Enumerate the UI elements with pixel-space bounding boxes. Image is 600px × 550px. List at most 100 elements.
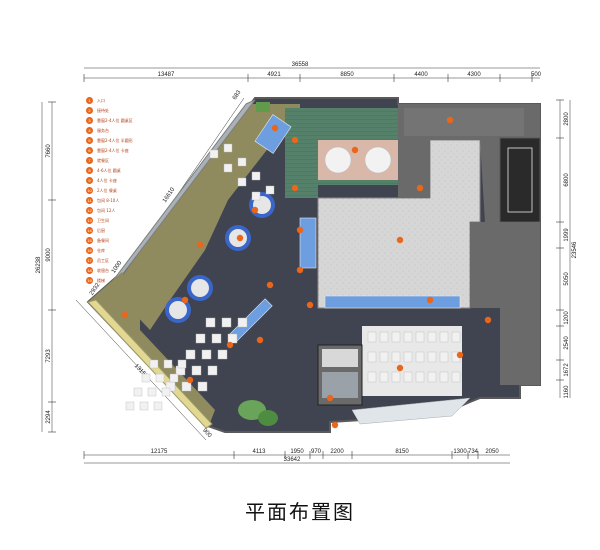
dining-table <box>237 317 248 328</box>
dimension-ticks <box>48 74 564 459</box>
stair-block <box>499 137 541 223</box>
dining-table <box>391 331 401 343</box>
restroom-inner <box>322 372 358 398</box>
dining-table <box>185 349 196 360</box>
dining-table <box>251 171 261 181</box>
legend-text: 包间 8-10人 <box>97 197 120 203</box>
marker-dot <box>256 336 264 344</box>
dining-table <box>217 349 228 360</box>
marker-dot <box>306 301 314 309</box>
dining-table <box>201 349 212 360</box>
area-marker <box>226 341 234 349</box>
marker-dot <box>186 376 194 384</box>
dining-table <box>427 331 437 343</box>
dim-right-seg: 5050 <box>564 272 570 286</box>
dim-right-seg: 1999 <box>564 228 570 242</box>
dim-bottom-total: 33642 <box>284 457 301 463</box>
legend-number: 1 <box>86 97 93 104</box>
legend-text: 靠窗2-4人位 卡座 <box>97 147 129 153</box>
marker-dot <box>266 281 274 289</box>
planter-greenery <box>238 102 471 426</box>
legend-text: 靠窗2-4人位 半圆形 <box>97 137 133 143</box>
dim-bottom-seg: 4113 <box>253 449 267 455</box>
stair-inner <box>507 147 533 213</box>
legend-text: 仓库 <box>97 247 105 253</box>
area-marker <box>296 226 304 234</box>
dining-table <box>133 387 143 397</box>
legend-text: 服务台 <box>97 127 109 133</box>
legend-number: 3 <box>86 117 93 124</box>
dimension-labels-left: 26238 7660 9000 7293 2294 <box>36 144 52 424</box>
dining-table <box>223 163 233 173</box>
marker-dot <box>251 206 259 214</box>
dining-table <box>195 333 206 344</box>
legend-text: 就餐区 <box>97 157 109 163</box>
dining-table <box>379 351 389 363</box>
area-marker <box>266 281 274 289</box>
dim-bottom-seg: 970 <box>311 449 322 455</box>
marker-dot <box>351 146 359 154</box>
area-markers <box>121 116 492 429</box>
legend-item: 7 就餐区 <box>86 156 166 165</box>
dining-table <box>427 371 437 383</box>
legend-number: 2 <box>86 107 93 114</box>
dim-left-total: 26238 <box>36 256 42 273</box>
dining-table <box>367 331 377 343</box>
dining-table <box>391 351 401 363</box>
dining-table <box>139 401 149 411</box>
dining-table <box>205 317 216 328</box>
area-marker <box>426 296 434 304</box>
dining-table <box>415 371 425 383</box>
dining-table <box>177 359 187 369</box>
dining-table <box>237 177 247 187</box>
dim-diag: 683 <box>232 89 243 101</box>
legend-text: 靠窗2-4人位 圆桌区 <box>97 117 133 123</box>
dining-table <box>141 373 151 383</box>
dining-table <box>237 157 247 167</box>
marker-dot <box>296 226 304 234</box>
area-marker <box>326 394 334 402</box>
dim-bottom-seg: 2050 <box>485 449 499 455</box>
legend-number: 19 <box>86 277 93 284</box>
marker-dot <box>396 364 404 372</box>
dining-table <box>163 359 173 369</box>
dining-table <box>367 371 377 383</box>
dining-table <box>147 387 157 397</box>
legend-number: 4 <box>86 127 93 134</box>
dining-table <box>251 191 261 201</box>
legend-text: 包间 12人 <box>97 207 116 213</box>
legend-item: 12 包间 12人 <box>86 206 166 215</box>
legend-number: 14 <box>86 227 93 234</box>
area-marker <box>351 146 359 154</box>
dim-left-seg: 7660 <box>46 144 52 158</box>
dimension-labels-right: 23546 2800 6800 1999 5050 1200 2540 1672… <box>564 112 578 399</box>
dining-table <box>451 371 461 383</box>
dining-table <box>181 381 192 392</box>
legend-item: 11 包间 8-10人 <box>86 196 166 205</box>
legend-number: 17 <box>86 257 93 264</box>
dining-table <box>209 149 219 159</box>
dim-bottom-seg: 8150 <box>395 449 409 455</box>
dim-bottom-seg: 2200 <box>330 449 344 455</box>
marker-dot <box>196 241 204 249</box>
legend-number: 12 <box>86 207 93 214</box>
dim-right-seg: 1200 <box>564 311 570 325</box>
marker-dot <box>271 124 279 132</box>
dim-bottom-seg: 1950 <box>290 449 304 455</box>
legend-text: 4-6人位 圆桌 <box>97 167 121 173</box>
dining-table <box>221 317 232 328</box>
legend-number: 11 <box>86 197 93 204</box>
legend-item: 3 靠窗2-4人位 圆桌区 <box>86 116 166 125</box>
legend-text: 卫生间 <box>97 217 109 223</box>
legend-text: 备餐间 <box>97 237 109 243</box>
legend-number: 7 <box>86 157 93 164</box>
area-marker <box>484 316 492 324</box>
dim-top-seg: 4921 <box>267 72 281 78</box>
